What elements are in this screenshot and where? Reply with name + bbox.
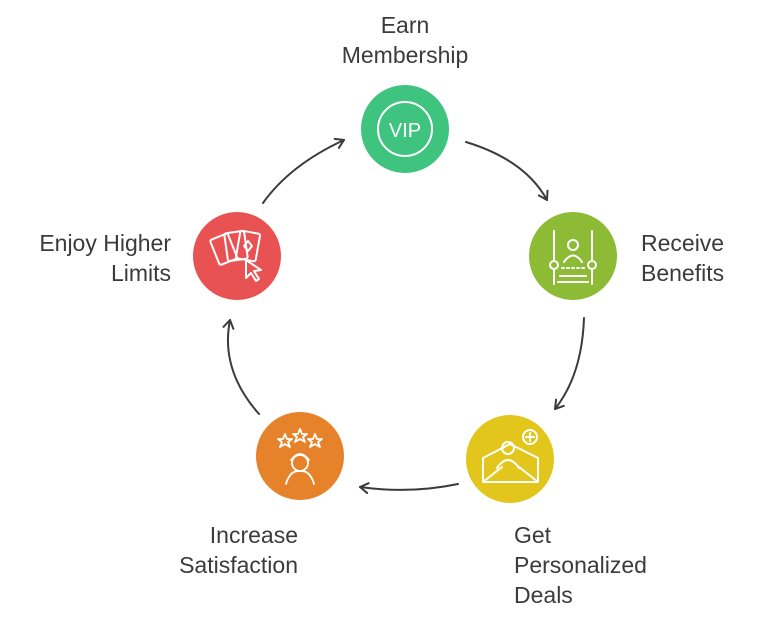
step-enjoy-higher-limits [193, 212, 281, 300]
label-earn-line-1: Earn [380, 12, 430, 38]
label-deals-line-3: Deals [514, 582, 573, 608]
label-receive-benefits: Receive Benefits [641, 228, 724, 288]
playing-cards-cursor-icon [209, 229, 262, 282]
label-get-personalized-deals: Get Personalized Deals [514, 520, 647, 610]
svg-text:VIP: VIP [389, 120, 421, 142]
arrow-earn-to-benefits [465, 141, 549, 201]
podium-icon [549, 230, 597, 285]
label-limits-line-2: Limits [110, 260, 171, 286]
label-satisfaction-line-2: Satisfaction [179, 552, 298, 578]
label-benefits-line-1: Receive [641, 230, 725, 256]
arrow-deals-to-satisfaction [359, 482, 459, 495]
vip-badge-icon: VIP [377, 101, 433, 157]
arrow-benefits-to-deals [554, 317, 585, 410]
envelope-user-plus-icon [482, 429, 539, 483]
step-increase-satisfaction [256, 412, 344, 500]
label-benefits-line-2: Benefits [641, 260, 725, 286]
step-earn-circle [361, 85, 449, 173]
label-deals-line-1: Get [514, 522, 552, 548]
arrow-satisfaction-to-limits [222, 319, 260, 415]
label-satisfaction-line-1: Increase [209, 522, 298, 548]
step-deals-circle [466, 415, 554, 503]
label-earn-line-2: Membership [341, 42, 469, 68]
label-limits-line-1: Enjoy Higher [39, 230, 171, 256]
step-satisfaction-circle [256, 412, 344, 500]
step-receive-benefits [529, 212, 617, 300]
step-earn-membership: VIP [361, 85, 449, 173]
label-deals-line-2: Personalized [514, 552, 647, 578]
label-increase-satisfaction: Increase Satisfaction [179, 520, 298, 580]
step-get-personalized-deals [466, 415, 554, 503]
label-enjoy-higher-limits: Enjoy Higher Limits [39, 228, 171, 288]
label-earn-membership: Earn Membership [300, 10, 510, 70]
arrow-limits-to-earn [262, 137, 345, 204]
stars-person-icon [277, 428, 323, 485]
